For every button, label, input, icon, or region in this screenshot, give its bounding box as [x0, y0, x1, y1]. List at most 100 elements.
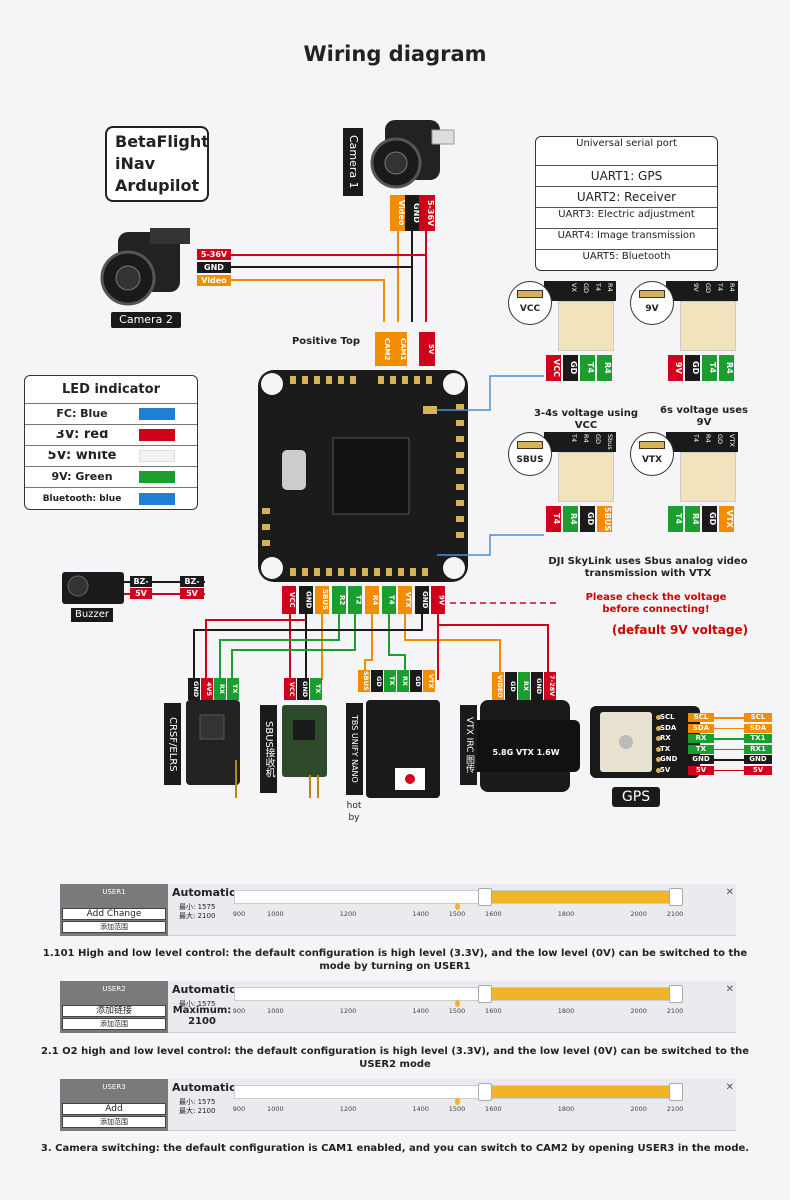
range-max-label: 最大: 2100	[179, 912, 216, 920]
led-row-label: FC: Blue	[56, 409, 108, 419]
range-tick-label: 900	[232, 910, 246, 918]
gps-pin: GND	[660, 755, 678, 763]
add-link-button[interactable]: 添加链接	[62, 1005, 166, 1017]
range-min-label: 最小: 1575	[179, 1000, 216, 1008]
current-value-marker	[455, 1098, 460, 1105]
fc-gps-pin: 5V	[744, 765, 772, 775]
range-tick-label: 1400	[412, 1007, 429, 1015]
range-tick-label: 1000	[267, 910, 284, 918]
gps-wire-pin: TX	[688, 744, 714, 754]
tbs-unify-label: TBS UNIFY NANO	[346, 703, 363, 795]
device-pin: VTX	[423, 670, 435, 692]
device-pin: 7-28V	[544, 672, 556, 700]
range-slider-track[interactable]	[234, 1083, 683, 1101]
fc-gps-pin: TX1	[744, 734, 772, 743]
camera2-icon	[100, 228, 190, 306]
gps-pin: SCL	[660, 713, 675, 721]
range-tick-label: 1800	[557, 1105, 575, 1113]
add-range-button[interactable]: 添加范围	[62, 1116, 166, 1128]
led-row: Bluetooth: blue	[25, 487, 197, 509]
connector-badge: SBUS	[508, 432, 552, 476]
uart-row: UART3: Electric adjustment	[536, 207, 717, 228]
device-pin: TX	[227, 678, 239, 700]
fc-pin-cam1: CAM1	[391, 332, 407, 366]
gps-pad-icon	[656, 746, 661, 752]
connector-badge-label: SBUS	[516, 455, 544, 465]
range-tick-label: 1800	[557, 1007, 575, 1015]
connector-header-label: R4	[606, 283, 614, 292]
positive-top-label: Positive Top	[291, 336, 361, 347]
gps-pad-icon	[656, 757, 661, 762]
connector-header-label: 9V	[692, 283, 700, 292]
connector-badge-label: VCC	[519, 304, 541, 314]
fc-bottom-pin: VTX	[398, 586, 413, 614]
channel-name: USER3	[102, 1083, 126, 1091]
range-tick-label: 2000	[630, 910, 647, 918]
add-range-button[interactable]: 添加范围	[62, 1018, 166, 1030]
camera1-label: Camera 1	[343, 128, 363, 196]
connector-pin: GD	[702, 506, 717, 532]
close-icon[interactable]: ✕	[725, 984, 734, 995]
range-tick-label: 2100	[666, 1105, 684, 1113]
connector-header-label: T4	[570, 434, 578, 443]
gps-wire	[714, 769, 744, 771]
fc-pin-cam2: CAM2	[375, 332, 391, 366]
gps-pad-icon	[656, 725, 661, 731]
range-min-label: 最小: 1575	[179, 1098, 216, 1106]
wiring-svg	[62, 120, 700, 798]
range-tick-label: 900	[232, 1007, 246, 1015]
mode-label: Automatic	[172, 1081, 236, 1094]
range-max-handle[interactable]	[669, 888, 683, 906]
fc-bottom-pin: GND	[414, 586, 429, 614]
gps-pad-icon	[656, 736, 661, 741]
connector-pin: GD	[580, 506, 595, 532]
range-tick-label: 1600	[485, 910, 502, 918]
gps-pad-icon	[656, 715, 661, 720]
cam2-gnd-tag: GND	[197, 262, 231, 273]
fc-gps-pin: RX1	[744, 744, 772, 754]
connector-header-label: GD	[704, 283, 712, 294]
channel-name: USER1	[102, 888, 126, 896]
firmware-inav: iNav	[115, 154, 156, 173]
gps-wire-pin: SCL	[688, 713, 714, 722]
add-link-button[interactable]: Add	[62, 1103, 166, 1115]
fc-bottom-pin: VCC	[282, 586, 296, 614]
badge-jumper-icon	[517, 441, 543, 449]
range-max-handle[interactable]	[669, 985, 683, 1003]
led-row-label: 3V: red	[55, 430, 109, 440]
range-min-handle[interactable]	[478, 985, 493, 1003]
mode-label: Automatic	[172, 983, 236, 996]
connector-header-label: VX	[570, 283, 578, 292]
range-min-handle[interactable]	[478, 888, 493, 906]
channel-label-box: USER2 添加链接添加范围	[60, 981, 168, 1033]
mode-label: Automatic	[172, 886, 236, 899]
connector-badge: VTX	[630, 432, 674, 476]
device-pin: GND	[297, 678, 309, 700]
connector-pin: R4	[563, 506, 578, 532]
fc-gps-pin: SCL	[744, 713, 772, 722]
channel-name: USER2	[102, 985, 126, 993]
sbus-receiver-label: SBUS接收机	[260, 705, 277, 793]
connector-housing	[680, 301, 736, 351]
fc-pin-5v: 5V	[419, 332, 435, 366]
fc-bottom-pin: SBUS	[315, 586, 330, 614]
add-link-button[interactable]: Add Change	[62, 908, 166, 920]
range-tick-label: 1200	[339, 1105, 357, 1113]
close-icon[interactable]: ✕	[725, 887, 734, 898]
close-icon[interactable]: ✕	[725, 1082, 734, 1093]
range-max-label: Maximum: 2100	[172, 1005, 232, 1027]
range-slider-track[interactable]	[234, 985, 683, 1003]
connector-pin: VCC	[546, 355, 561, 381]
cam2-video-tag: Video	[197, 275, 231, 286]
range-max-handle[interactable]	[669, 1083, 683, 1101]
connector-pin: T4	[668, 506, 683, 532]
buzzer-pin: BZ-	[130, 576, 152, 587]
range-min-handle[interactable]	[478, 1083, 493, 1101]
tbs-note: hot by	[346, 801, 362, 823]
cam1-gnd-tag: GND	[405, 195, 421, 231]
range-tick-label: 2000	[630, 1007, 647, 1015]
range-slider-track[interactable]	[234, 888, 683, 906]
add-range-button[interactable]: 添加范围	[62, 921, 166, 933]
